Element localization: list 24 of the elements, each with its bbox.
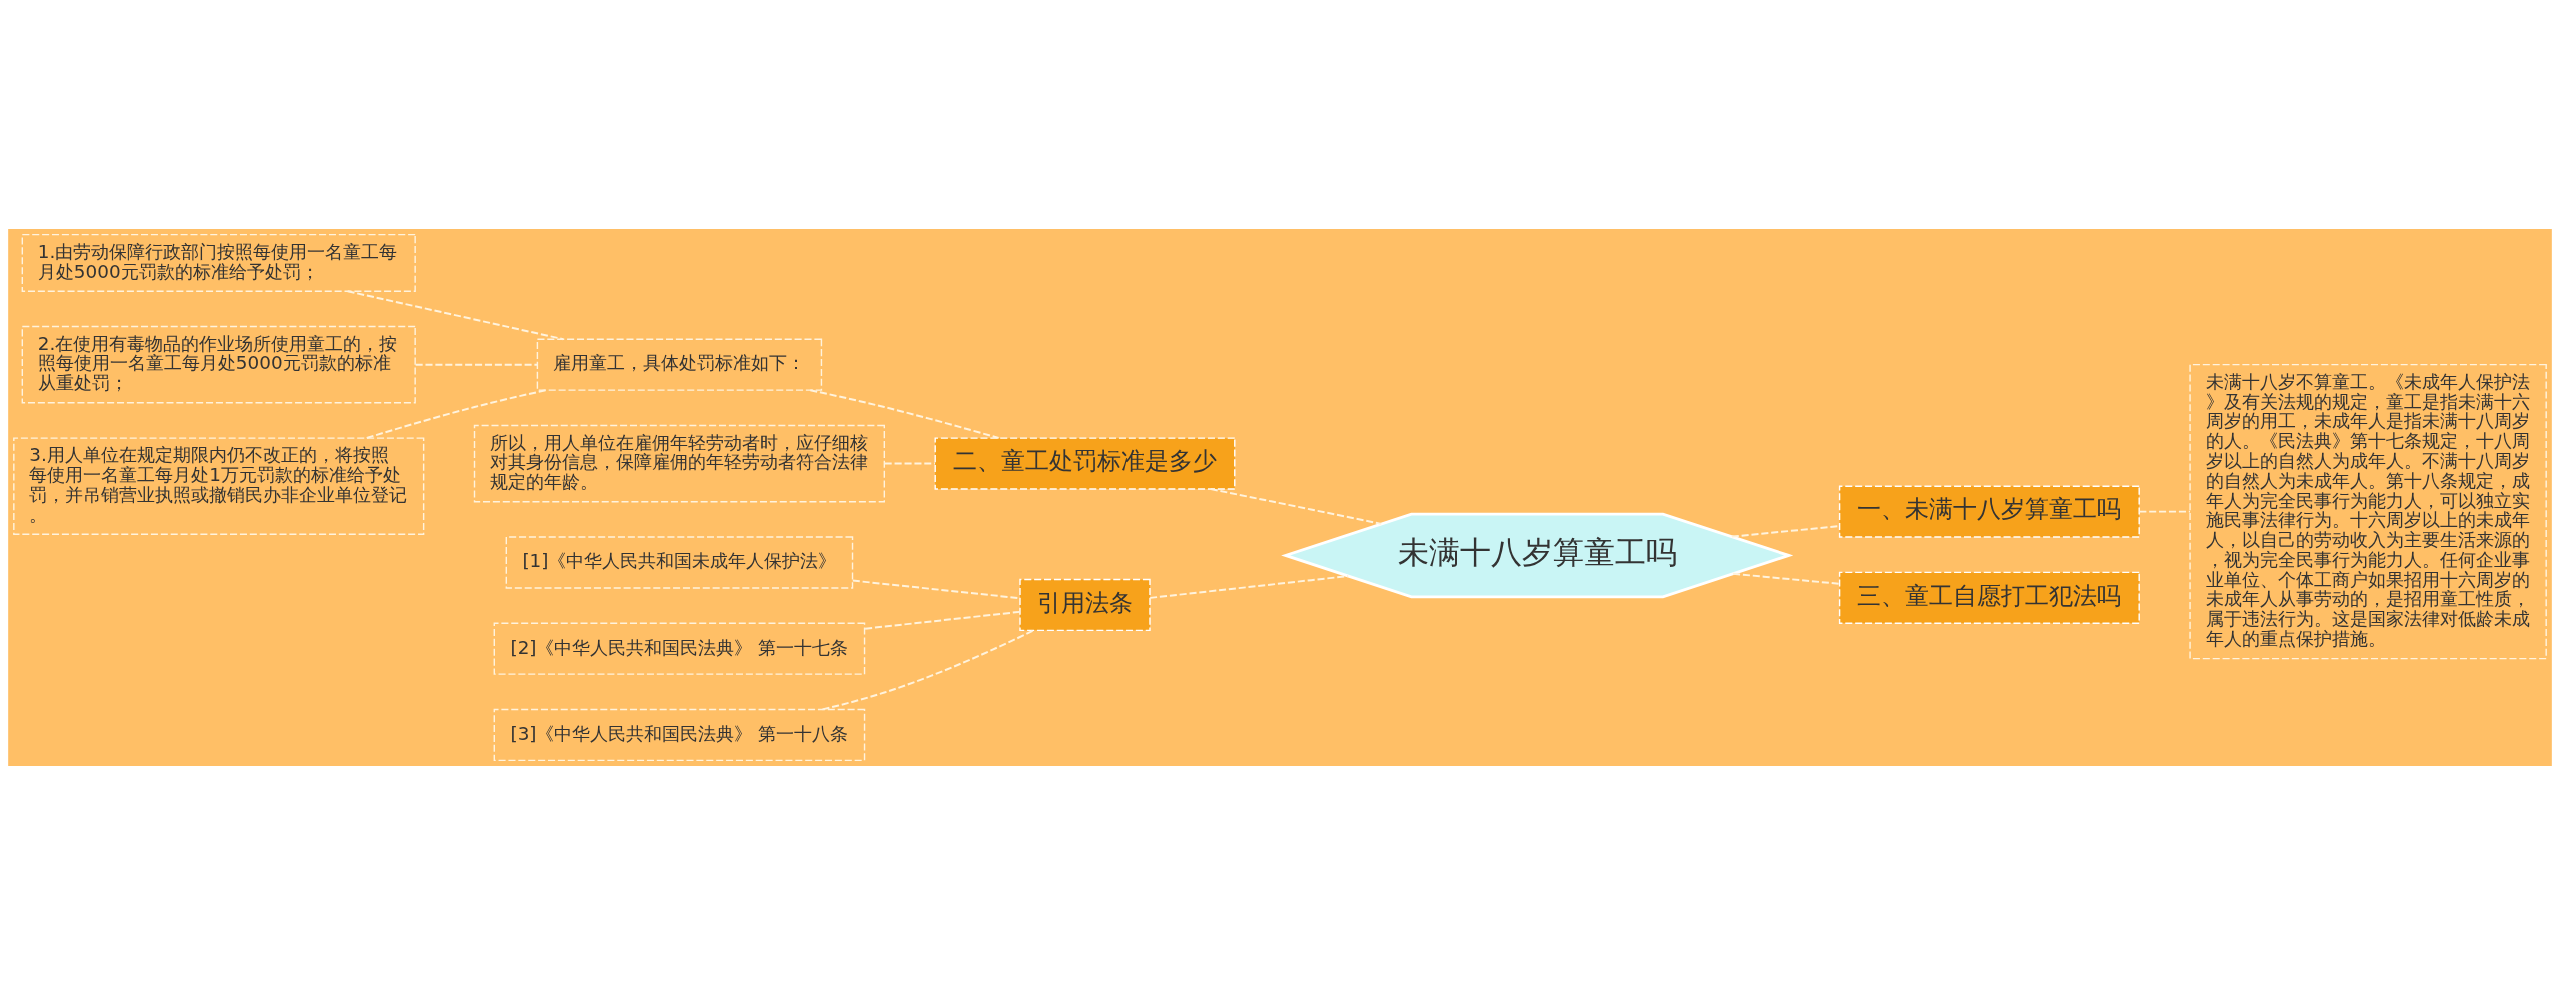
connector xyxy=(414,363,539,366)
node-box: 雇用童工，具体处罚标准如下： xyxy=(536,338,823,391)
connector xyxy=(1210,487,1383,525)
connector xyxy=(809,388,1000,439)
connector xyxy=(821,628,1035,710)
node-box: [3]《中华人民共和国民法典》 第一十八条 xyxy=(493,708,866,761)
node-box: [1]《中华人民共和国未成年人保护法》 xyxy=(505,535,854,589)
connector xyxy=(1149,574,1350,599)
connector xyxy=(2138,510,2191,513)
node-box: 三、童工自愿打工犯法吗 xyxy=(1838,571,2140,624)
connector xyxy=(346,289,565,340)
node-box: 1.由劳动保障行政部门按照每使用一名童工每月处5000元罚款的标准给予处罚； xyxy=(21,233,416,292)
node-box: 所以，用人单位在雇佣年轻劳动者时，应仔细核对其身份信息，保障雇佣的年轻劳动者符合法律规定的年龄。 xyxy=(473,424,886,502)
connector xyxy=(883,462,936,465)
connector xyxy=(365,388,548,439)
connector xyxy=(864,610,1021,630)
node-box: [2]《中华人民共和国民法典》 第一十七条 xyxy=(493,622,866,675)
node-box: 二、童工处罚标准是多少 xyxy=(934,436,1236,490)
node-box: 未满十八岁不算童工。《未成年人保护法》及有关法规的规定，童工是指未满十六周岁的用工，未成年人是指未满十八周岁的人。《民法典》第十七条规定，十八周岁以上的自然人为成年人。不满十八周岁的自然人为未成年人。第十八条规定，成年人为完全民事行为能力人，可以独立实施民事法律行为。十六周岁以上的未成年人，以自己的劳动收入为主要生活来源的，视为完全民事行为能力人。任何企业事业单位、个体工商户如果招用十六周岁的未成年人从事劳动的，是招用童工性质，属于违法行为。这是国家法律对低龄未成年人的重点保护措施。 xyxy=(2189,363,2547,659)
connector xyxy=(1732,572,1841,585)
node-box: 一、未满十八岁算童工吗 xyxy=(1838,485,2140,538)
node-box: 3.用人单位在规定期限内仍不改正的，将按照每使用一名童工每月处1万元罚款的标准给予处罚，并吊销营业执照或撤销民办非企业单位登记。 xyxy=(13,436,425,535)
node-box: 2.在使用有毒物品的作业场所使用童工的，按照每使用一名童工每月处5000元罚款的标准从重处罚； xyxy=(21,325,416,404)
node-box: 引用法条 xyxy=(1019,578,1151,631)
